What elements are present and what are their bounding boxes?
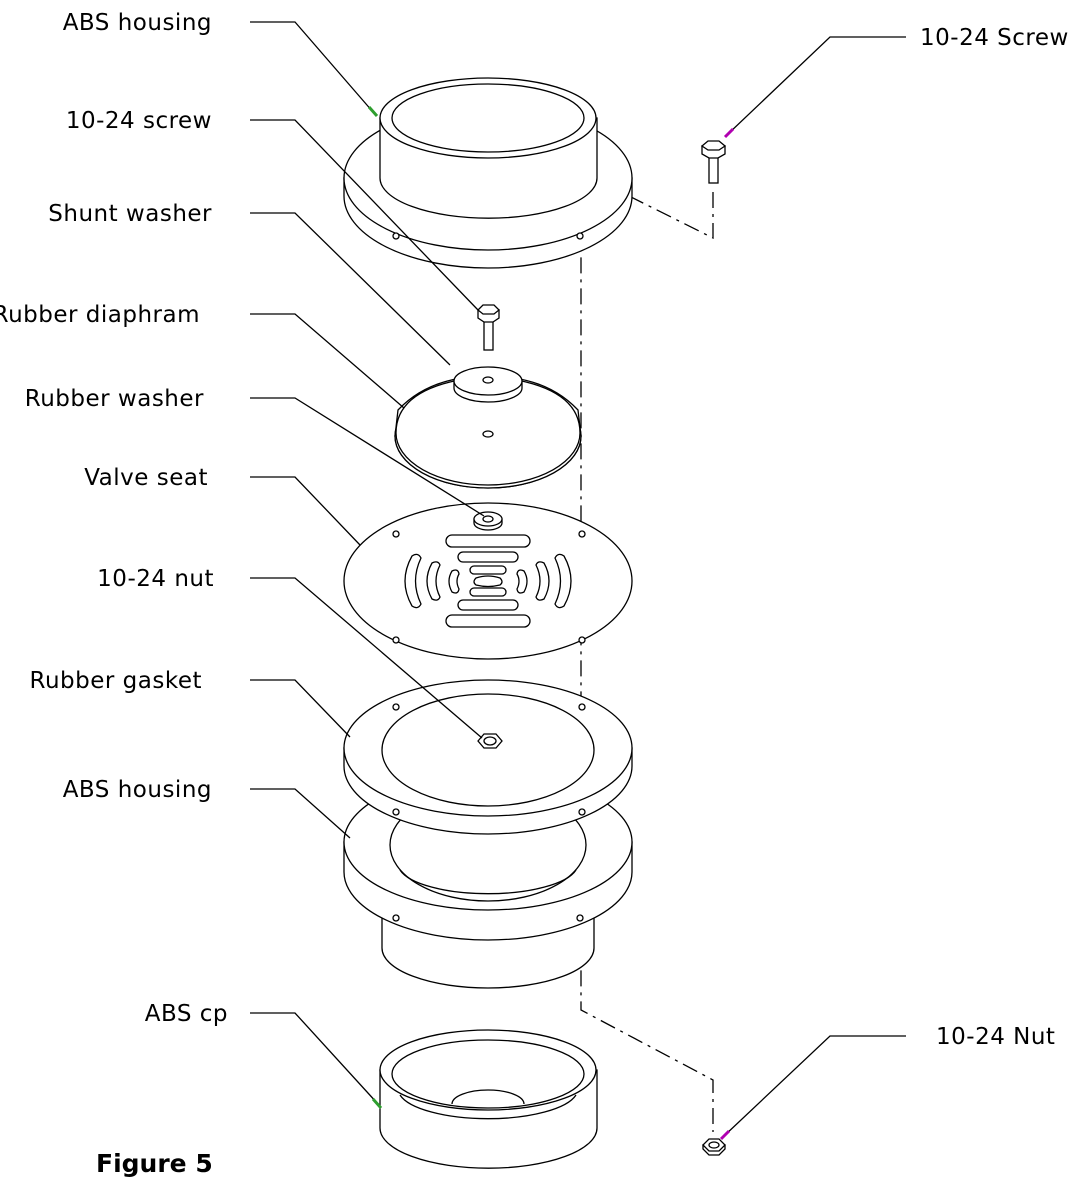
rubber-gasket-part xyxy=(343,679,633,835)
abs-cap-part xyxy=(379,1029,598,1169)
alignment-centerline xyxy=(580,170,714,1132)
nut-bottom-right-part xyxy=(702,1138,726,1156)
label-valve-seat: Valve seat xyxy=(84,465,208,491)
abs-housing-top-part xyxy=(343,77,633,269)
leader-nut-center xyxy=(250,577,483,739)
label-screw-center: 10-24 screw xyxy=(66,108,212,134)
label-abs-housing-top: ABS housing xyxy=(63,10,212,36)
labels: ABS housing 10-24 Screw 10-24 screw Shun… xyxy=(0,10,1069,1050)
leader-abs-housing-top xyxy=(250,21,374,113)
leader-lines xyxy=(250,21,906,1137)
figure-caption: Figure 5 xyxy=(96,1149,213,1178)
screw-top-right-part xyxy=(700,140,727,184)
leader-rubber-washer xyxy=(250,397,485,517)
label-rubber-diaphram: Rubber diaphram xyxy=(0,302,200,328)
label-abs-housing-bottom: ABS housing xyxy=(63,777,212,803)
label-rubber-washer: Rubber washer xyxy=(25,386,204,412)
label-rubber-gasket: Rubber gasket xyxy=(30,668,203,694)
leader-tips xyxy=(367,106,735,1141)
leader-rubber-diaphram xyxy=(250,313,405,409)
leader-nut-bottom-right xyxy=(723,1035,906,1137)
label-screw-top-right: 10-24 Screw xyxy=(920,25,1069,51)
rubber-washer-part xyxy=(473,511,503,531)
leader-screw-center xyxy=(250,119,479,311)
nut-center-part xyxy=(477,733,503,749)
screw-center-part xyxy=(477,304,500,351)
leader-screw-top-right xyxy=(727,36,906,135)
label-nut-center: 10-24 nut xyxy=(97,566,214,592)
valve-seat-part xyxy=(343,502,633,660)
leader-valve-seat xyxy=(250,476,361,546)
leader-shunt-washer xyxy=(250,212,451,366)
leader-rubber-gasket xyxy=(250,679,351,738)
tip-nut-bottom-right xyxy=(719,1129,731,1141)
tip-abs-cap xyxy=(371,1098,383,1109)
label-abs-cap: ABS cp xyxy=(145,1001,228,1027)
tip-abs-housing-top xyxy=(367,106,379,117)
shunt-washer-part xyxy=(453,366,523,403)
label-shunt-washer: Shunt washer xyxy=(48,201,212,227)
label-nut-bottom-right: 10-24 Nut xyxy=(936,1024,1055,1050)
tip-screw-top-right xyxy=(723,127,735,139)
leader-abs-cap xyxy=(250,1012,379,1105)
leader-abs-housing-bottom xyxy=(250,788,351,839)
